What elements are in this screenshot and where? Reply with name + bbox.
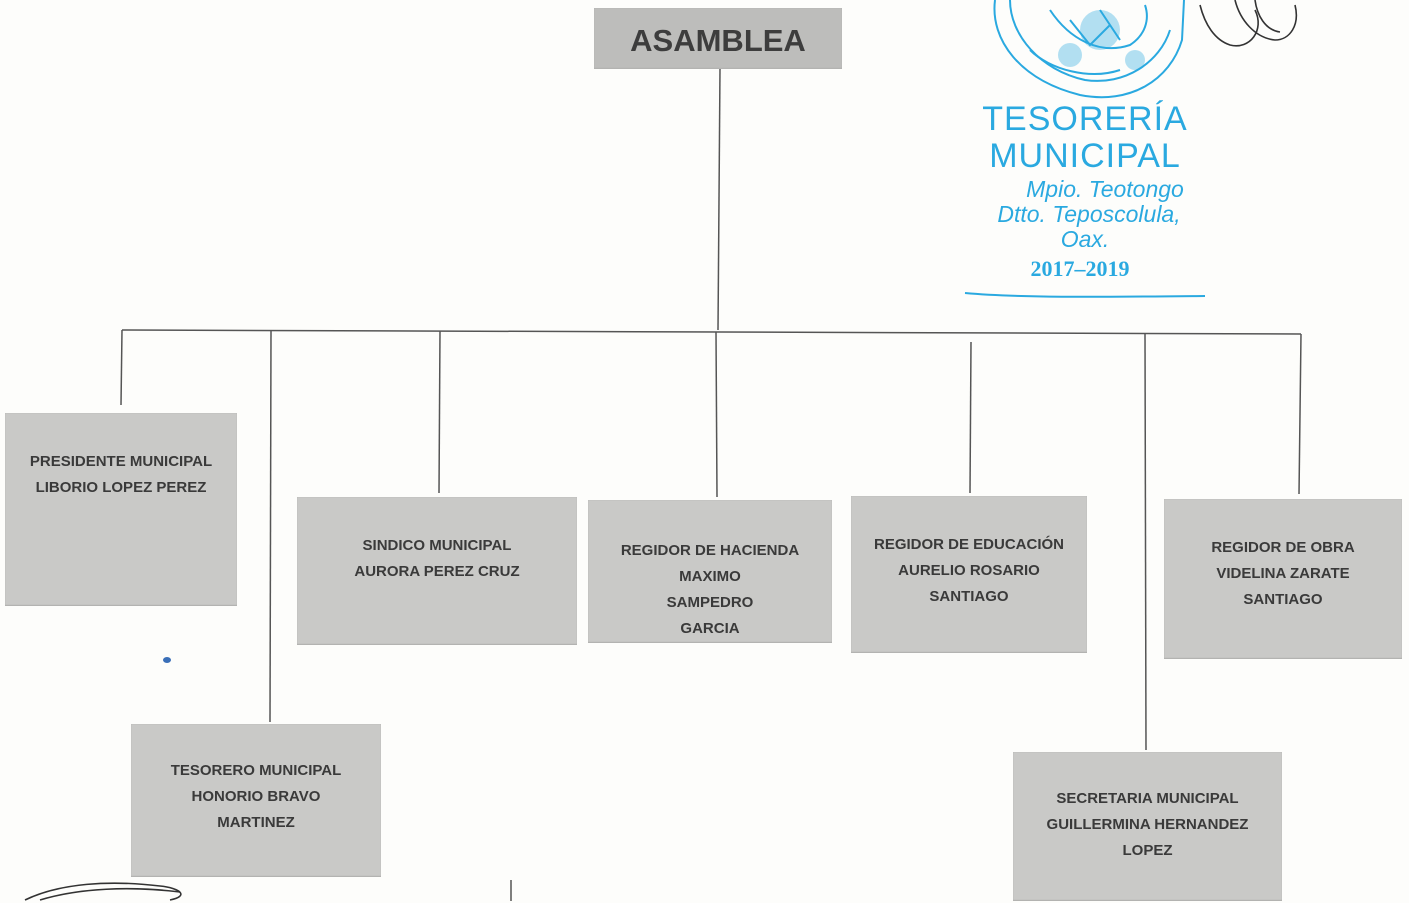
stamp-line-1: TESORERÍA <box>982 100 1188 138</box>
role-label: REGIDOR DE EDUCACIÓN <box>873 536 1064 553</box>
stamp-underline <box>964 292 1206 298</box>
role-label: TESORERO MUNICIPAL <box>170 762 342 779</box>
stamp-line-2: MUNICIPAL <box>989 137 1181 175</box>
box-secretaria: SECRETARIA MUNICIPAL GUILLERMINA HERNAND… <box>1013 752 1282 901</box>
root-box-asamblea: ASAMBLEA <box>594 8 842 69</box>
person-name: AURELIO ROSARIO SANTIAGO <box>898 562 1040 605</box>
person-name: AURORA PEREZ CRUZ <box>354 563 520 580</box>
signature-bottom-left <box>24 882 182 901</box>
stamp-line-4: Dtto. Teposcolula, <box>997 201 1181 227</box>
box-sindico: SINDICO MUNICIPAL AURORA PEREZ CRUZ <box>297 497 577 645</box>
connector-hacienda <box>715 331 718 498</box>
role-label: REGIDOR DE HACIENDA <box>620 542 800 559</box>
person-name: MAXIMO SAMPEDRO GARCIA <box>666 568 754 637</box>
official-stamp: TESORERÍA MUNICIPAL Mpio. Teotongo Dtto.… <box>960 0 1210 305</box>
stamp-line-6: 2017–2019 <box>1030 256 1130 281</box>
role-label: SECRETARIA MUNICIPAL <box>1056 790 1239 807</box>
stamp-line-3: Mpio. Teotongo <box>1026 176 1184 202</box>
box-educacion: REGIDOR DE EDUCACIÓN AURELIO ROSARIO SAN… <box>851 496 1087 653</box>
connector-secretaria <box>1144 332 1147 751</box>
box-presidente: PRESIDENTE MUNICIPAL LIBORIO LOPEZ PEREZ <box>5 413 237 606</box>
box-obra: REGIDOR DE OBRA VIDELINA ZARATE SANTIAGO <box>1164 499 1402 659</box>
connector-tesorero <box>269 330 272 723</box>
connector-presidente <box>120 329 123 406</box>
root-trunk-line <box>717 67 721 331</box>
role-label: PRESIDENTE MUNICIPAL <box>29 453 213 470</box>
connector-sindico <box>438 330 441 494</box>
person-name: LIBORIO LOPEZ PEREZ <box>35 479 207 496</box>
person-name: HONORIO BRAVO MARTINEZ <box>191 788 321 831</box>
person-name: VIDELINA ZARATE SANTIAGO <box>1216 565 1350 608</box>
role-label: SINDICO MUNICIPAL <box>362 537 512 554</box>
connector-educacion <box>969 341 972 494</box>
signature-top-right <box>1199 0 1297 47</box>
ink-mark <box>163 657 171 663</box>
role-label: REGIDOR DE OBRA <box>1211 539 1355 556</box>
stamp-seal-icon <box>993 0 1185 99</box>
horizontal-bus-line <box>121 329 1302 335</box>
stamp-line-5: Oax. <box>1060 226 1110 252</box>
box-hacienda: REGIDOR DE HACIENDA MAXIMO SAMPEDRO GARC… <box>588 500 832 643</box>
connector-obra <box>1298 333 1302 495</box>
box-tesorero: TESORERO MUNICIPAL HONORIO BRAVO MARTINE… <box>131 724 381 877</box>
person-name: GUILLERMINA HERNANDEZ LOPEZ <box>1046 816 1249 859</box>
root-label: ASAMBLEA <box>630 23 806 58</box>
